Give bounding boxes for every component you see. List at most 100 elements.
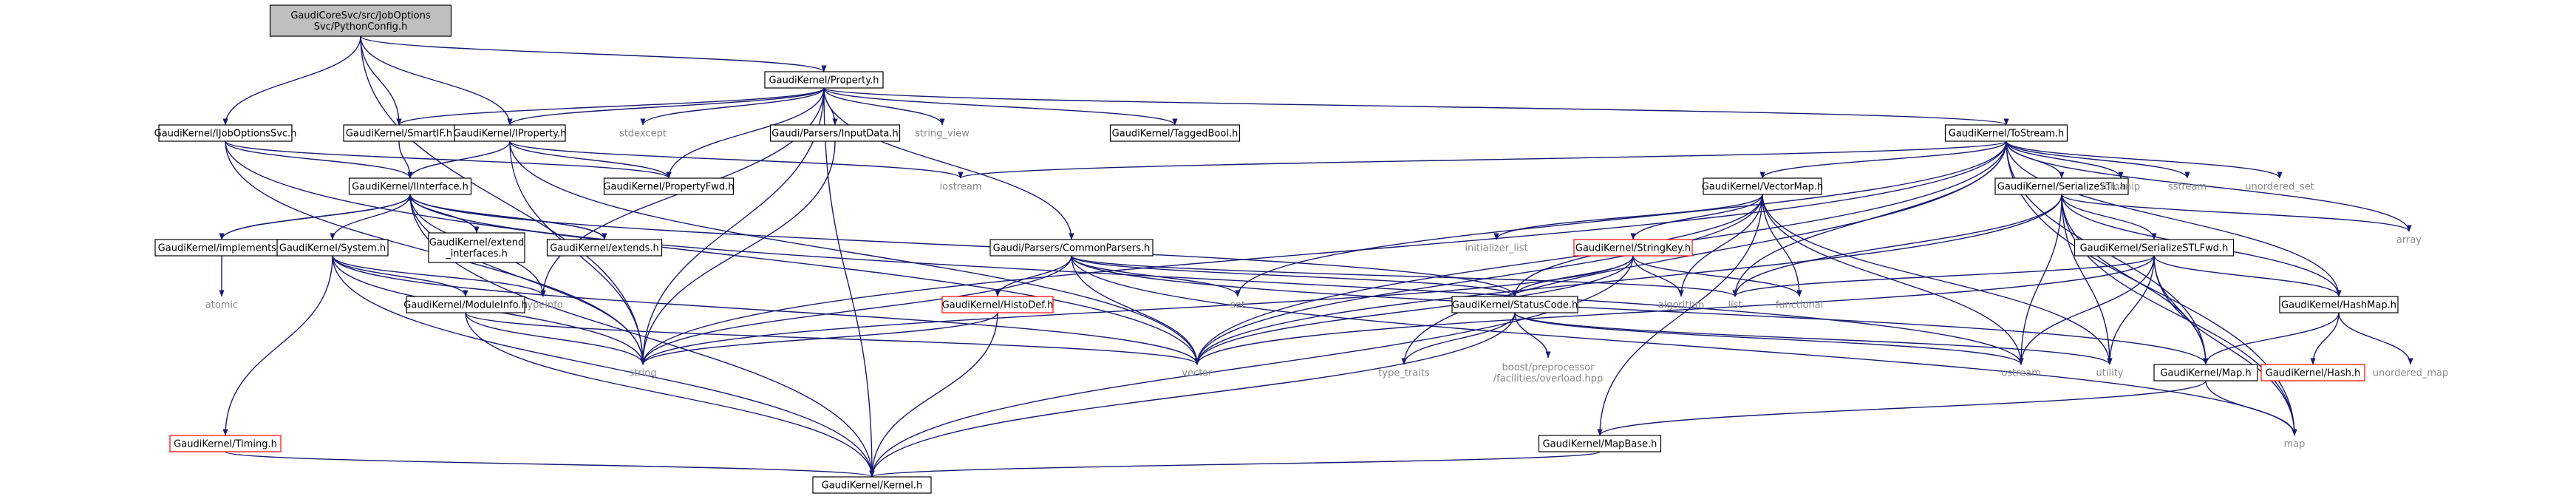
node-box-stringkey	[1573, 239, 1693, 257]
node-box-histodef	[941, 296, 1054, 313]
edge-iinterface-to-statuscode	[409, 194, 1518, 297]
node-box-mapbase	[1538, 435, 1662, 452]
edge-layer	[219, 35, 2413, 478]
node-vectormap[interactable]: GaudiKernel/VectorMap.h	[1702, 177, 1824, 195]
node-extend_interfaces[interactable]: GaudiKernel/extend_interfaces.h	[428, 232, 525, 263]
node-algorithm: algorithm	[1658, 300, 1705, 311]
edge-stringkey-to-functional	[1632, 255, 1802, 297]
node-label-moduleinfo: GaudiKernel/ModuleInfo.h	[403, 300, 527, 311]
node-label-utility: utility	[2096, 368, 2124, 379]
node-label-unordered_map: unordered_map	[2373, 368, 2449, 379]
node-label-timing: GaudiKernel/Timing.h	[174, 439, 277, 450]
edge-commonparsers-to-set	[1071, 255, 1241, 297]
edge-root-to-smartif	[360, 35, 402, 126]
edge-commonparsers-to-string	[640, 255, 1072, 365]
node-label-typeinfo: typeinfo	[523, 300, 562, 311]
edge-moduleinfo-to-string	[465, 312, 646, 365]
node-serializestl[interactable]: GaudiKernel/SerializeSTL.h	[1994, 177, 2129, 195]
node-extends[interactable]: GaudiKernel/extends.h	[546, 239, 663, 257]
edge-vectormap-to-initializer_list	[1493, 194, 1763, 240]
node-iomanip: iomanip	[2102, 182, 2140, 193]
edge-tostream-to-iostream	[958, 140, 2007, 179]
edge-implements-to-iinterface	[221, 194, 413, 240]
edge-tostream-to-set	[1235, 140, 2007, 297]
edge-tostream-to-type_traits	[1401, 140, 2007, 365]
node-label-functional: functional	[1776, 300, 1824, 311]
edge-property-to-string_view	[823, 87, 945, 126]
node-mapbase[interactable]: GaudiKernel/MapBase.h	[1538, 435, 1662, 452]
node-root[interactable]: GaudiCoreSvc/src/JobOptionsSvc/PythonCon…	[269, 4, 452, 37]
node-ijoboptionssvc[interactable]: GaudiKernel/IJobOptionsSvc.h	[154, 124, 297, 142]
node-box-taggedbool	[1109, 124, 1241, 142]
edge-statuscode-to-ostream	[1514, 312, 2024, 365]
node-box-vectormap	[1703, 177, 1822, 195]
node-histodef[interactable]: GaudiKernel/HistoDef.h	[941, 296, 1054, 313]
node-hash[interactable]: GaudiKernel/Hash.h	[2260, 364, 2365, 381]
edge-statuscode-to-utility	[1514, 312, 2113, 365]
node-kernel[interactable]: GaudiKernel/Kernel.h	[812, 476, 932, 494]
edge-root-to-iproperty	[360, 35, 513, 126]
node-implements[interactable]: GaudiKernel/implements.h	[154, 239, 289, 257]
node-list: list	[1728, 300, 1742, 311]
node-array: array	[2396, 235, 2422, 246]
edge-serializestlfwd-to-vector	[1194, 255, 2155, 365]
node-label-ijoboptionssvc: GaudiKernel/IJobOptionsSvc.h	[154, 129, 297, 140]
node-commonparsers[interactable]: Gaudi/Parsers/CommonParsers.h	[989, 239, 1154, 257]
node-property[interactable]: GaudiKernel/Property.h	[764, 71, 884, 89]
node-label-kernel: GaudiKernel/Kernel.h	[822, 481, 923, 492]
edge-ijoboptionssvc-to-vector	[225, 140, 1200, 365]
node-label-inputdata: Gaudi/Parsers/InputData.h	[771, 129, 898, 140]
node-propertyfwd[interactable]: GaudiKernel/PropertyFwd.h	[603, 177, 735, 195]
node-timing[interactable]: GaudiKernel/Timing.h	[169, 435, 282, 452]
edge-hashmap-to-unordered_map	[2338, 312, 2413, 365]
edge-commonparsers-to-histodef	[995, 255, 1072, 297]
edge-serializestl-to-list	[1732, 194, 2062, 297]
node-label-extends: GaudiKernel/extends.h	[550, 243, 659, 254]
node-label-array: array	[2396, 235, 2422, 246]
edge-root-to-string	[360, 35, 646, 365]
node-tostream[interactable]: GaudiKernel/ToStream.h	[1944, 124, 2068, 142]
node-moduleinfo[interactable]: GaudiKernel/ModuleInfo.h	[403, 296, 528, 313]
edge-vectormap-to-stringkey	[1630, 194, 1763, 240]
edge-property-to-kernel	[823, 87, 875, 478]
node-unordered_map: unordered_map	[2373, 368, 2449, 379]
node-vector: vector	[1182, 368, 1213, 379]
edge-stringkey-to-algorithm	[1632, 255, 1684, 297]
node-box-iproperty	[454, 124, 566, 142]
node-box-hashmap	[2279, 296, 2399, 313]
node-box-hash	[2260, 364, 2365, 381]
node-label-property: GaudiKernel/Property.h	[769, 75, 879, 87]
node-system[interactable]: GaudiKernel/System.h	[276, 239, 389, 257]
edge-ijoboptionssvc-to-propertyfwd	[225, 140, 672, 179]
edge-vectormap-to-algorithm	[1678, 194, 1763, 297]
edge-iproperty-to-iostream	[509, 140, 964, 179]
node-typeinfo: typeinfo	[523, 300, 562, 311]
node-box-inputdata	[769, 124, 901, 142]
edge-serializestlfwd-to-mapH	[2153, 255, 2209, 365]
node-hashmap[interactable]: GaudiKernel/HashMap.h	[2279, 296, 2399, 313]
edge-hashmap-to-hash	[2310, 312, 2340, 365]
edge-property-to-smartif	[396, 87, 825, 126]
edge-moduleinfo-to-vector	[465, 312, 1200, 365]
node-iproperty[interactable]: GaudiKernel/IProperty.h	[454, 124, 567, 142]
node-mapH[interactable]: GaudiKernel/Map.h	[2153, 364, 2258, 381]
node-label-vectormap: GaudiKernel/VectorMap.h	[1702, 182, 1824, 193]
node-initializer_list: initializer_list	[1465, 243, 1527, 254]
node-iinterface[interactable]: GaudiKernel/IInterface.h	[348, 177, 472, 195]
node-statuscode[interactable]: GaudiKernel/StatusCode.h	[1451, 296, 1578, 313]
node-taggedbool[interactable]: GaudiKernel/TaggedBool.h	[1109, 124, 1241, 142]
node-label-overload: /facilities/overload.hpp	[1493, 373, 1603, 384]
node-unordered_set: unordered_set	[2245, 182, 2314, 193]
node-stringkey[interactable]: GaudiKernel/StringKey.h	[1573, 239, 1693, 257]
node-inputdata[interactable]: Gaudi/Parsers/InputData.h	[769, 124, 901, 142]
edge-system-to-kernel	[332, 255, 875, 478]
node-serializestlfwd[interactable]: GaudiKernel/SerializeSTLFwd.h	[2074, 239, 2235, 257]
node-box-property	[764, 71, 884, 89]
node-label-iproperty: GaudiKernel/IProperty.h	[454, 129, 567, 140]
edge-system-to-timing	[222, 255, 333, 436]
edge-serializestl-to-utility	[2061, 194, 2113, 365]
edge-serializestlfwd-to-list	[1732, 255, 2155, 297]
node-smartif[interactable]: GaudiKernel/SmartIF.h	[343, 124, 455, 142]
node-label-list: list	[1728, 300, 1742, 311]
edge-iproperty-to-propertyfwd	[509, 140, 672, 179]
